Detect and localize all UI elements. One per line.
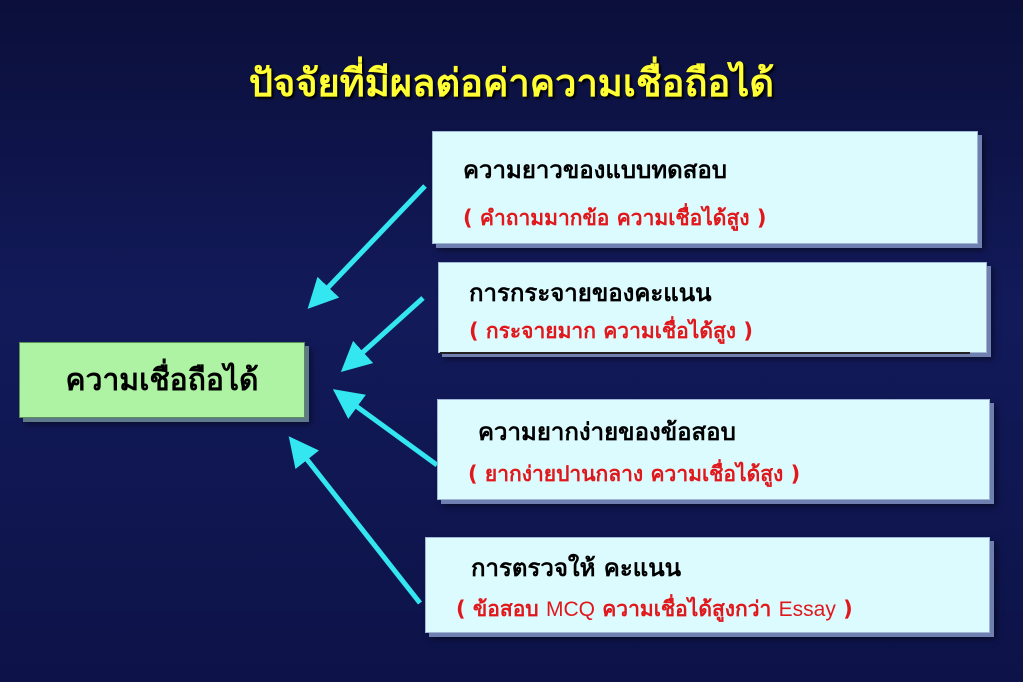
factor-sub-4-mcq: MCQ xyxy=(545,598,595,621)
factor-box-4: การตรวจให้ คะแนน ( ข้อสอบ MCQ ความเชื่อไ… xyxy=(425,537,990,633)
factor-box-1: ความยาวของแบบทดสอบ ( คำถามมากข้อ ความเชื… xyxy=(432,131,978,244)
factor-box-2: การกระจายของคะแนน ( กระจายมาก ความเชื่อไ… xyxy=(438,262,987,353)
center-node-label: ความเชื่อถือได้ xyxy=(65,362,259,398)
factor-head-1: ความยาวของแบบทดสอบ xyxy=(463,156,728,184)
factor-sub-1: ( คำถามมากข้อ ความเชื่อได้สูง ) xyxy=(463,206,767,230)
arrow-4 xyxy=(288,436,422,605)
factor-box-3: ความยากง่ายของข้อสอบ ( ยากง่ายปานกลาง คว… xyxy=(437,399,990,500)
factor-sub-4: ( ข้อสอบ MCQ ความเชื่อได้สูงกว่า Essay ) xyxy=(456,593,853,626)
factor-sub-4-part-3: ความเชื่อได้สูงกว่า xyxy=(594,597,779,621)
arrow-3 xyxy=(332,389,439,468)
factor-sub-3: ( ยากง่ายปานกลาง ความเชื่อได้สูง ) xyxy=(468,462,801,486)
factor-sub-4-part-1: ( ข้อสอบ xyxy=(456,597,546,621)
arrow-2 xyxy=(340,296,425,373)
factor-sub-4-part-5: ) xyxy=(835,597,853,621)
slide-title: ปัจจัยที่มีผลต่อค่าความเชื่อถือได้ xyxy=(248,61,775,105)
divider-line xyxy=(440,352,970,354)
factor-sub-4-essay: Essay xyxy=(778,598,836,621)
factor-head-2: การกระจายของคะแนน xyxy=(469,279,712,307)
center-node: ความเชื่อถือได้ xyxy=(19,342,305,418)
factor-sub-2: ( กระจายมาก ความเชื่อได้สูง ) xyxy=(469,319,753,343)
arrow-1 xyxy=(307,184,427,309)
factor-head-3: ความยากง่ายของข้อสอบ xyxy=(478,418,736,446)
factor-head-4: การตรวจให้ คะแนน xyxy=(471,554,682,582)
